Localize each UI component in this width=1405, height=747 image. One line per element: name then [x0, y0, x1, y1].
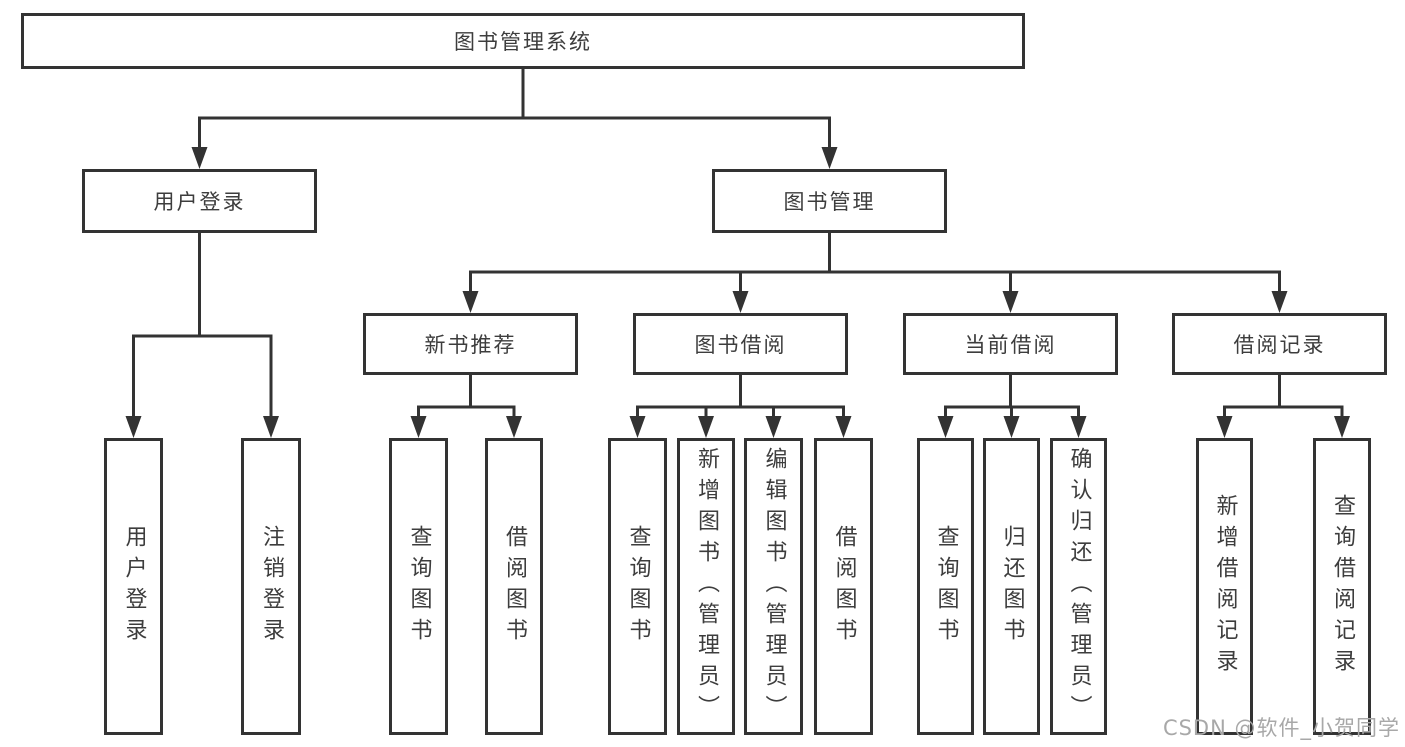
node-root-label: 图书管理系统: [454, 30, 592, 54]
leaf-cb-return-books-label: 归还图书: [999, 524, 1025, 649]
node-root: 图书管理系统: [21, 13, 1025, 69]
leaf-user-login-label: 用户登录: [121, 524, 147, 649]
node-current-borrow: 当前借阅: [903, 313, 1118, 375]
node-user-login-label: 用户登录: [153, 190, 246, 214]
leaf-bb-edit-books-admin-label: 编辑图书（管理员）: [761, 447, 787, 726]
node-borrow-record-label: 借阅记录: [1233, 333, 1326, 357]
leaf-cb-confirm-return-admin-label: 确认归还（管理员）: [1066, 447, 1092, 726]
leaf-nb-query-books: 查询图书: [389, 438, 448, 735]
leaf-bb-query-books-label: 查询图书: [625, 524, 651, 649]
node-book-borrow: 图书借阅: [633, 313, 848, 375]
leaf-nb-borrow-books-label: 借阅图书: [502, 524, 527, 649]
leaf-bb-borrow-books: 借阅图书: [814, 438, 873, 735]
leaf-cb-confirm-return-admin: 确认归还（管理员）: [1050, 438, 1107, 735]
leaf-nb-borrow-books: 借阅图书: [485, 438, 543, 735]
leaf-nb-query-books-label: 查询图书: [406, 524, 432, 649]
node-new-book-recommend-label: 新书推荐: [424, 333, 517, 357]
node-current-borrow-label: 当前借阅: [964, 333, 1057, 357]
node-book-borrow-label: 图书借阅: [694, 333, 787, 357]
leaf-br-add-record: 新增借阅记录: [1196, 438, 1253, 735]
leaf-logout: 注销登录: [241, 438, 301, 735]
leaf-bb-query-books: 查询图书: [608, 438, 667, 735]
leaf-bb-borrow-books-label: 借阅图书: [831, 524, 857, 649]
leaf-user-login: 用户登录: [104, 438, 163, 735]
node-borrow-record: 借阅记录: [1172, 313, 1387, 375]
watermark: CSDN @软件_小贺同学: [1162, 716, 1400, 740]
leaf-logout-label: 注销登录: [259, 524, 284, 649]
leaf-br-add-record-label: 新增借阅记录: [1212, 493, 1238, 680]
node-book-management: 图书管理: [712, 169, 947, 233]
leaf-br-query-record: 查询借阅记录: [1313, 438, 1371, 735]
leaf-bb-edit-books-admin: 编辑图书（管理员）: [744, 438, 803, 735]
leaf-cb-query-books: 查询图书: [917, 438, 974, 735]
leaf-br-query-record-label: 查询借阅记录: [1330, 493, 1355, 680]
node-book-management-label: 图书管理: [783, 190, 876, 214]
leaf-bb-add-books-admin: 新增图书（管理员）: [677, 438, 735, 735]
leaf-cb-return-books: 归还图书: [983, 438, 1040, 735]
node-new-book-recommend: 新书推荐: [363, 313, 578, 375]
node-user-login: 用户登录: [82, 169, 317, 233]
leaf-bb-add-books-admin-label: 新增图书（管理员）: [694, 447, 719, 726]
leaf-cb-query-books-label: 查询图书: [933, 524, 959, 649]
